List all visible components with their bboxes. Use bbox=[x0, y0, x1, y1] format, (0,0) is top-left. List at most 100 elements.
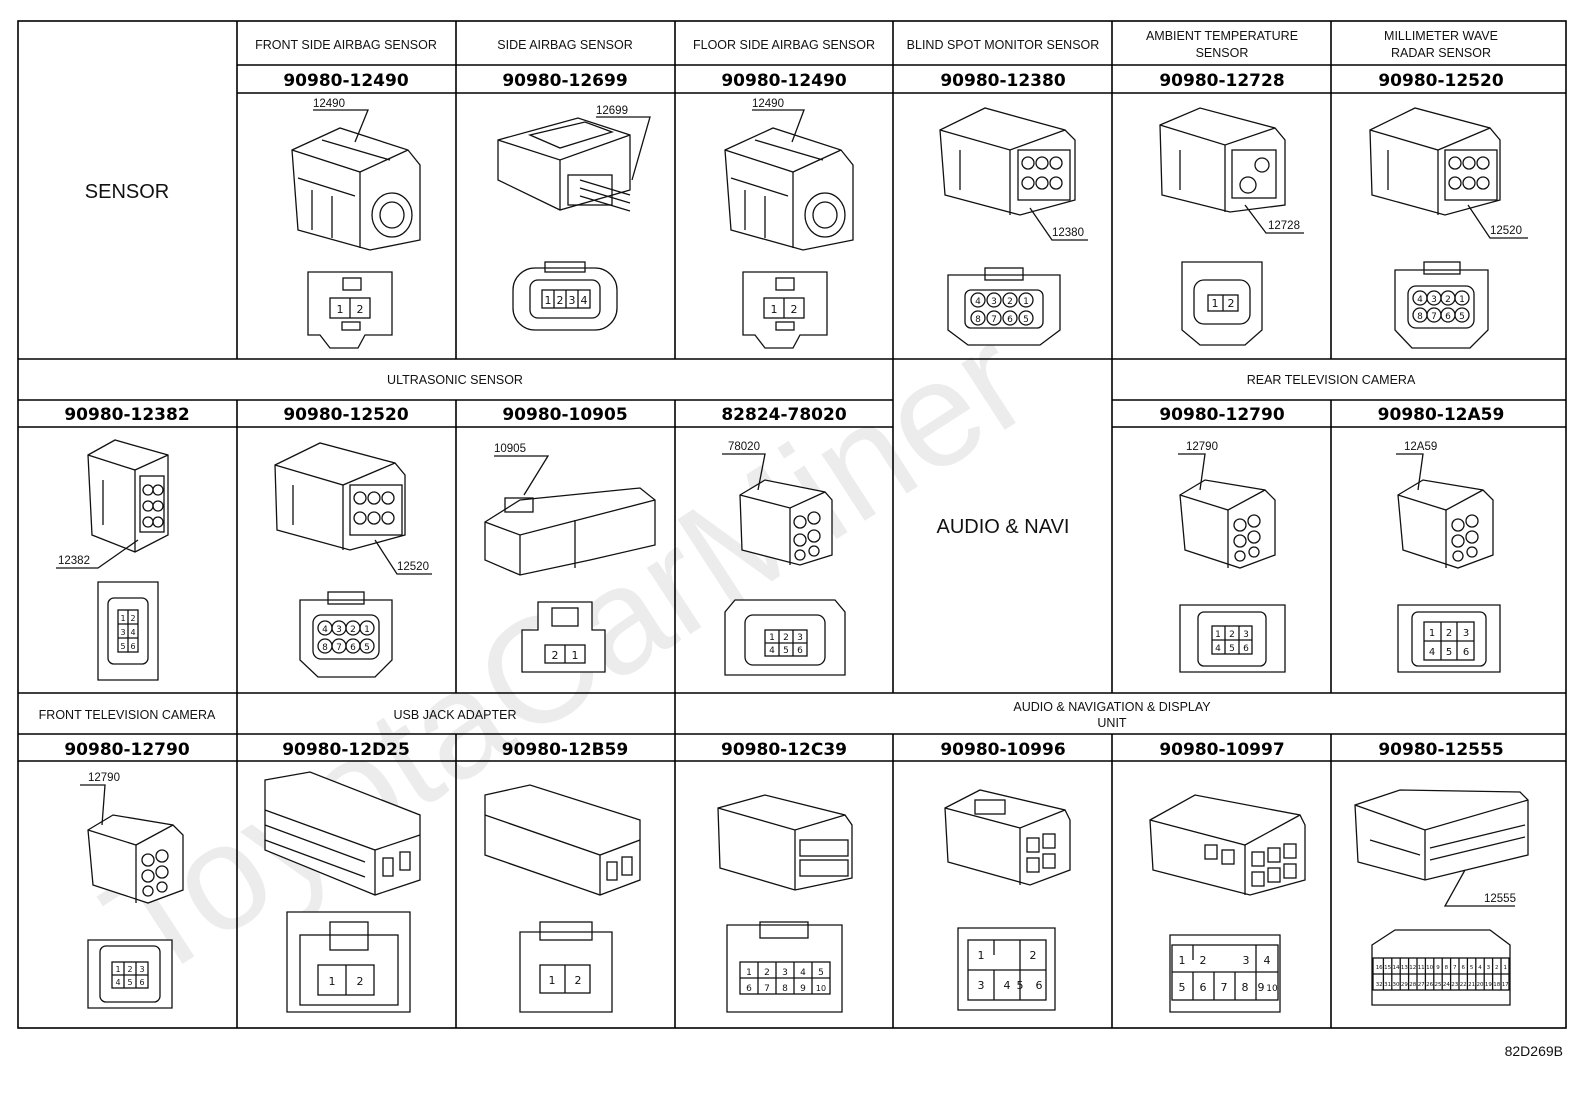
front-camera-group-label: FRONT TELEVISION CAMERA bbox=[39, 708, 216, 722]
pin-label: 3 bbox=[1431, 295, 1437, 305]
pin-label: 2 bbox=[1495, 965, 1499, 971]
pin-label: 3 bbox=[139, 965, 144, 974]
part-number: 90980-10996 bbox=[940, 740, 1065, 760]
pin-label: 1 bbox=[337, 303, 344, 316]
pin-label: 6 bbox=[1200, 981, 1207, 994]
pin-label: 7 bbox=[1431, 312, 1437, 322]
pin-label: 2 bbox=[557, 294, 564, 307]
cell-title-ambient-temp-2: SENSOR bbox=[1196, 46, 1249, 60]
pin-label: 2 bbox=[357, 303, 364, 316]
pin-face-12382: 1 2 3 4 5 6 bbox=[117, 609, 139, 653]
pin-label: 8 bbox=[322, 643, 328, 653]
pin-label: 6 bbox=[1243, 644, 1249, 654]
pin-label: 1 bbox=[1212, 297, 1219, 310]
connector-illustration-12728: 12728 bbox=[1159, 107, 1304, 346]
pin-label: 7 bbox=[991, 315, 997, 325]
pin-label: 3 bbox=[1487, 965, 1491, 971]
pin-label: 1 bbox=[1215, 630, 1221, 640]
part-number: 90980-12520 bbox=[283, 405, 409, 425]
pin-label: 3 bbox=[120, 628, 125, 637]
pin-label: 2 bbox=[130, 614, 135, 623]
cell-title-mmwave-2: RADAR SENSOR bbox=[1391, 46, 1491, 60]
connector-illustration-78020: 78020 bbox=[722, 441, 846, 676]
pin-label: 30 bbox=[1393, 982, 1400, 988]
pin-label: 1 bbox=[1503, 965, 1507, 971]
pin-label: 5 bbox=[1459, 312, 1465, 322]
part-tag: 12382 bbox=[58, 555, 90, 567]
pin-label: 3 bbox=[569, 294, 576, 307]
pin-label: 1 bbox=[1429, 628, 1435, 639]
pin-label: 3 bbox=[991, 297, 997, 307]
pin-label: 10 bbox=[1266, 984, 1278, 994]
display-unit-label-2: UNIT bbox=[1097, 716, 1127, 730]
pin-label: 6 bbox=[1007, 315, 1013, 325]
pin-label: 25 bbox=[1435, 982, 1442, 988]
pin-label: 4 bbox=[1215, 644, 1221, 654]
pin-label: 4 bbox=[1478, 965, 1482, 971]
pin-label: 2 bbox=[127, 965, 132, 974]
pin-label: 6 bbox=[1036, 979, 1043, 992]
pin-label: 28 bbox=[1409, 982, 1416, 988]
pin-label: 2 bbox=[1446, 628, 1452, 639]
connector-illustration-12490-floor: 12490 bbox=[724, 98, 854, 349]
pin-label: 4 bbox=[322, 625, 328, 635]
pin-label: 2 bbox=[575, 974, 582, 987]
pin-face-78020: 1 2 3 4 5 6 bbox=[765, 630, 807, 656]
pin-label: 3 bbox=[1243, 954, 1250, 967]
pin-label: 5 bbox=[1229, 644, 1235, 654]
pin-face-12c39: 1 2 3 4 5 6 7 8 9 10 bbox=[740, 962, 830, 994]
connector-illustration-12380: 12380 bbox=[939, 107, 1088, 346]
pin-label: 1 bbox=[771, 303, 778, 316]
pin-label: 6 bbox=[746, 984, 752, 994]
usb-group-label: USB JACK ADAPTER bbox=[394, 708, 517, 722]
rear-camera-group-label: REAR TELEVISION CAMERA bbox=[1247, 373, 1416, 387]
pin-face-12520: 4 3 2 1 8 7 6 5 bbox=[1412, 290, 1470, 323]
part-number: 90980-10997 bbox=[1159, 740, 1284, 760]
connector-illustration-12790-front: 12790 bbox=[80, 772, 184, 1009]
pin-label: 10 bbox=[816, 984, 826, 993]
pin-label: 2 bbox=[791, 303, 798, 316]
part-number: 90980-10905 bbox=[502, 405, 627, 425]
pin-label: 7 bbox=[764, 984, 770, 994]
pin-label: 2 bbox=[357, 975, 364, 988]
pin-label: 24 bbox=[1443, 982, 1450, 988]
cell-title-front-side-airbag: FRONT SIDE AIRBAG SENSOR bbox=[255, 38, 437, 52]
table-grid bbox=[17, 20, 1567, 1029]
pin-label: 5 bbox=[1446, 647, 1452, 658]
pin-label: 4 bbox=[1264, 954, 1271, 967]
part-number: 90980-12699 bbox=[502, 71, 627, 91]
cell-title-blind-spot: BLIND SPOT MONITOR SENSOR bbox=[907, 38, 1100, 52]
pin-label: 5 bbox=[1470, 965, 1474, 971]
part-tag: 78020 bbox=[728, 441, 760, 453]
pin-label: 1 bbox=[364, 625, 370, 635]
pin-label: 1 bbox=[769, 633, 775, 643]
part-tag: 12490 bbox=[313, 98, 345, 110]
pin-label: 6 bbox=[1445, 312, 1451, 322]
pin-label: 1 bbox=[329, 975, 336, 988]
pin-label: 22 bbox=[1460, 982, 1467, 988]
pin-label: 14 bbox=[1393, 965, 1400, 971]
pin-label: 3 bbox=[1463, 628, 1469, 639]
pin-label: 7 bbox=[1221, 981, 1228, 994]
pin-label: 2 bbox=[1228, 297, 1235, 310]
pin-label: 2 bbox=[764, 968, 770, 978]
pin-label: 26 bbox=[1426, 982, 1433, 988]
part-tag: 12790 bbox=[1186, 441, 1218, 453]
pin-label: 2 bbox=[350, 625, 356, 635]
connector-illustration-12520: 12520 bbox=[1369, 107, 1528, 349]
part-tag: 12520 bbox=[397, 561, 429, 573]
part-tag: 12555 bbox=[1484, 893, 1516, 905]
pin-face-12790-front: 1 2 3 4 5 6 bbox=[112, 962, 148, 988]
pin-face-12728: 1 2 bbox=[1212, 295, 1235, 311]
pin-label: 5 bbox=[120, 642, 125, 651]
connector-illustration-12a59: 12A59 bbox=[1396, 441, 1501, 673]
part-number: 90980-12C39 bbox=[721, 740, 847, 760]
pin-label: 1 bbox=[115, 965, 120, 974]
part-tag: 12520 bbox=[1490, 225, 1522, 237]
part-number: 90980-12D25 bbox=[282, 740, 410, 760]
pin-face-12a59: 1 2 3 4 5 6 bbox=[1424, 622, 1474, 660]
pin-label: 8 bbox=[975, 315, 981, 325]
pin-face-12555: 1234567891011121314151617181920212223242… bbox=[1376, 958, 1509, 990]
pin-label: 29 bbox=[1401, 982, 1408, 988]
pin-label: 2 bbox=[552, 649, 559, 662]
